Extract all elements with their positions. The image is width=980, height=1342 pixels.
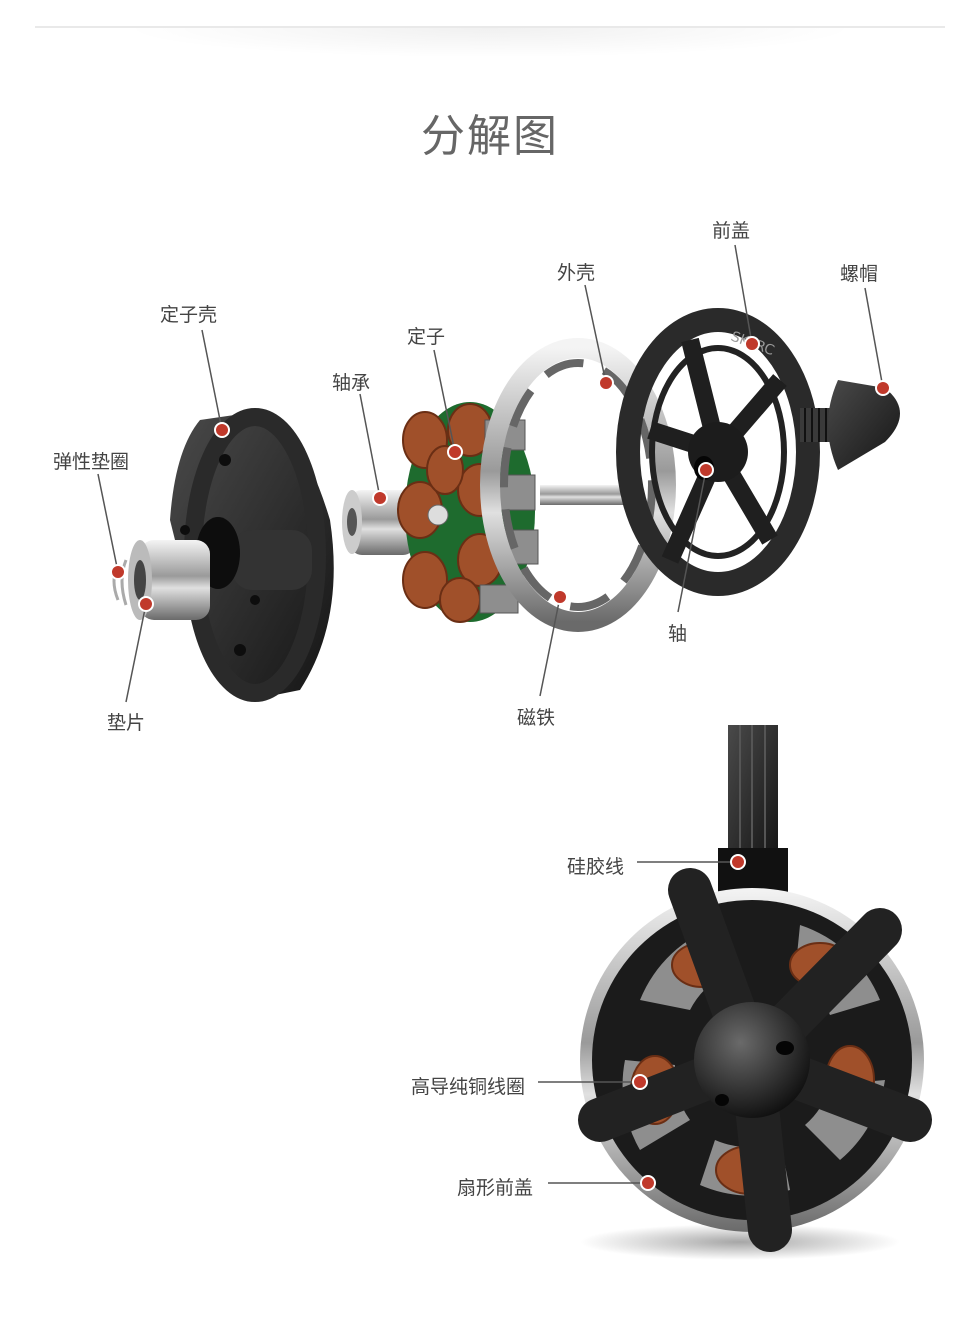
label-copper-coil: 高导纯铜线圈	[411, 1076, 526, 1098]
label-spring-washer: 弹性垫圈	[53, 451, 130, 473]
rear-bearing-part	[112, 540, 210, 620]
front-cover-part: SKYRC	[616, 308, 820, 596]
stator-housing-part	[170, 408, 334, 702]
shaft-part	[540, 485, 630, 505]
label-outer-shell: 外壳	[557, 262, 596, 284]
marker-dots	[110, 336, 891, 1191]
nut-part	[800, 380, 900, 470]
label-front-cover: 前盖	[712, 220, 751, 242]
label-washer: 垫片	[107, 712, 146, 734]
leader-lines	[97, 244, 884, 1184]
top-shadow	[120, 28, 860, 58]
assembled-motor	[578, 725, 932, 1260]
label-magnet: 磁铁	[517, 707, 556, 729]
outer-shell-part	[480, 338, 676, 632]
label-nut: 螺帽	[840, 263, 879, 285]
top-divider	[35, 26, 945, 28]
page-title: 分解图	[421, 111, 559, 162]
label-silicone-wire: 硅胶线	[567, 856, 625, 878]
label-bearing: 轴承	[332, 372, 371, 394]
label-shaft: 轴	[668, 623, 688, 645]
label-stator-housing: 定子壳	[160, 304, 218, 326]
label-stator: 定子	[407, 326, 446, 348]
label-fan-cover: 扇形前盖	[457, 1177, 534, 1199]
